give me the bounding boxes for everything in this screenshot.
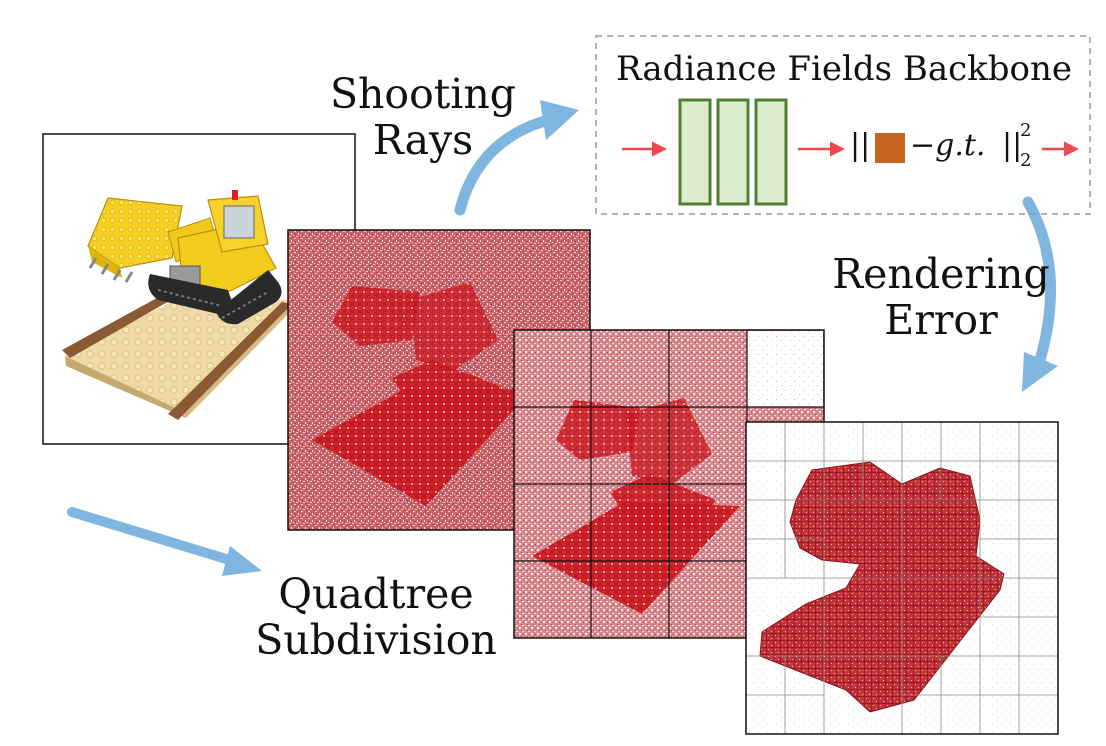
shooting-rays-arrow	[454, 100, 579, 216]
predicted-pixel-square	[875, 133, 905, 163]
network-layer-1	[678, 98, 712, 206]
norm-close: ||	[1002, 128, 1023, 163]
network-layer-2	[716, 98, 750, 206]
norm-open: ||	[850, 128, 871, 163]
rendering-error-label: Rendering Error	[826, 250, 1056, 344]
backbone-title: Radiance Fields Backbone	[615, 49, 1073, 89]
norm-subscript: 2	[1020, 150, 1032, 171]
quadtree-subdivision-arrow	[67, 507, 262, 576]
rendering-error-line2: Error	[884, 295, 998, 344]
shooting-rays-label: Shooting Rays	[318, 70, 528, 164]
base-plate	[65, 296, 292, 410]
cab-window	[223, 205, 255, 239]
shooting-rays-line1: Shooting	[329, 70, 517, 118]
loss-term: −g.t.	[910, 128, 986, 163]
quadtree-line1: Quadtree	[278, 570, 474, 618]
rail-left	[62, 292, 178, 358]
quadtree-cells	[746, 422, 1058, 734]
track-right	[216, 270, 282, 325]
network-layer-3	[754, 98, 788, 206]
beacon	[232, 190, 238, 200]
quadtree-map-frame	[745, 421, 1059, 735]
rendering-error-arrow	[1022, 196, 1058, 392]
quadtree-subdivision-label: Quadtree Subdivision	[244, 570, 508, 664]
radiance-backbone-panel	[595, 35, 1091, 215]
norm-superscript: 2	[1020, 120, 1032, 141]
rendering-error-line1: Rendering	[832, 250, 1050, 298]
shooting-rays-line2: Rays	[372, 115, 474, 164]
occupied-region	[759, 461, 1005, 713]
backbone-dashed-frame	[595, 35, 1091, 215]
quadtree-line2: Subdivision	[255, 615, 497, 664]
loss-expression: || −g.t. || 2 2	[850, 120, 1045, 174]
rail-right	[168, 302, 292, 420]
adaptive-quadtree-ray-map	[745, 421, 1059, 735]
